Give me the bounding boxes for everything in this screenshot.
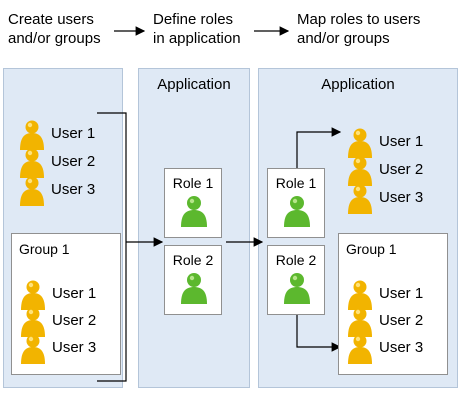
right-user-2: User 2 [346,156,456,186]
user-icon [348,280,372,310]
right-group-box: Group 1 User 1 User 2 User 3 [338,233,448,375]
user-label: User 3 [379,189,424,206]
role1-to-users-arrow [296,127,342,172]
left-group-user-3: User 3 [19,334,129,364]
user-icon [21,334,45,364]
left-group-user-1: User 1 [19,280,129,310]
right-user-1: User 1 [346,128,456,158]
users-bracket [97,112,127,382]
role-icon [181,196,207,227]
user-icon [21,307,45,337]
role-label: Role 1 [172,175,214,191]
middle-role-1: Role 1 [164,168,222,238]
right-role-1: Role 1 [267,168,325,238]
user-icon [348,334,372,364]
right-role-2: Role 2 [267,245,325,315]
user-label: User 3 [52,339,97,356]
user-label: User 3 [379,339,424,356]
role-icon [284,273,310,304]
step-define-roles: Define roles in application [153,11,241,47]
user-icon [348,307,372,337]
role2-to-group-arrow [296,315,342,352]
user-icon [20,148,44,178]
left-user-1: User 1 [18,120,128,150]
role-icon [181,273,207,304]
user-icon [20,120,44,150]
step-map-roles: Map roles to users and/or groups [297,11,421,47]
role-label: Role 1 [275,175,317,191]
middle-application-panel: Application [138,68,250,388]
group-label: Group 1 [19,241,70,257]
left-group-box: Group 1 User 1 User 2 User 3 [11,233,121,375]
role-label: Role 2 [172,252,214,268]
group-label: Group 1 [346,241,397,257]
right-application-title: Application [321,76,395,93]
right-user-3: User 3 [346,184,456,214]
step-create-users: Create users and/or groups [8,11,101,47]
right-group-user-3: User 3 [346,334,456,364]
user-label: User 3 [51,181,96,198]
left-user-3: User 3 [18,176,128,206]
user-label: User 2 [52,312,97,329]
user-label: User 1 [379,285,424,302]
left-user-2: User 2 [18,148,128,178]
user-icon [348,184,372,214]
user-icon [348,156,372,186]
middle-role-2: Role 2 [164,245,222,315]
user-icon [348,128,372,158]
right-group-user-2: User 2 [346,307,456,337]
middle-application-title: Application [157,76,231,93]
right-group-user-1: User 1 [346,280,456,310]
user-label: User 2 [379,312,424,329]
user-icon [21,280,45,310]
left-group-user-2: User 2 [19,307,129,337]
role-icon [284,196,310,227]
user-label: User 2 [379,161,424,178]
user-label: User 1 [52,285,97,302]
user-label: User 1 [379,133,424,150]
user-label: User 2 [51,153,96,170]
user-icon [20,176,44,206]
role-label: Role 2 [275,252,317,268]
user-label: User 1 [51,125,96,142]
